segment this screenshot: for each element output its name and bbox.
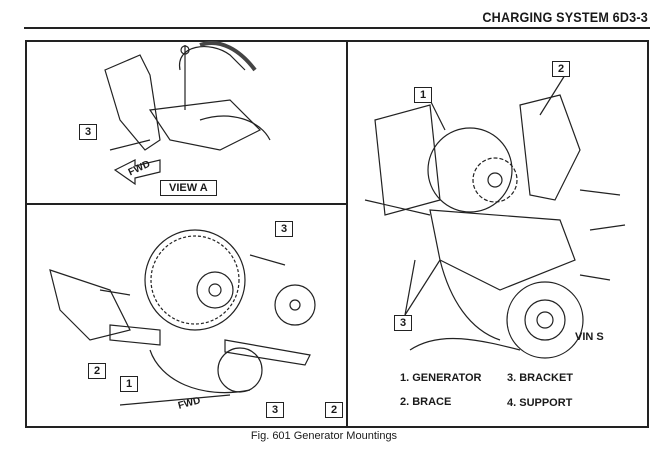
figure-frame (25, 40, 649, 428)
callout-2-brace: 2 (88, 363, 106, 379)
callout-1-right: 1 (414, 87, 432, 103)
page-header: CHARGING SYSTEM 6D3-3 (482, 9, 648, 25)
panel-divider-vertical (346, 40, 348, 428)
callout-3-view-a: 3 (79, 124, 97, 140)
view-a-label: VIEW A (160, 180, 217, 196)
engine-label: VIN S (575, 331, 604, 343)
callout-3-right: 3 (394, 315, 412, 331)
legend-item-1: 1. GENERATOR (400, 372, 482, 384)
figure-caption: Fig. 601 Generator Mountings (250, 430, 398, 442)
callout-2-lower: 2 (325, 402, 343, 418)
right-panel-drawing (364, 74, 626, 359)
legend-item-4: 4. SUPPORT (507, 397, 573, 409)
callout-2-right: 2 (552, 61, 570, 77)
callout-1-generator: 1 (120, 376, 138, 392)
lower-left-drawing (49, 229, 316, 406)
panel-divider-horizontal (25, 203, 347, 205)
legend-item-3: 3. BRACKET (507, 372, 574, 384)
header-rule (24, 27, 650, 29)
callout-3-lower: 3 (266, 402, 284, 418)
callout-3-bracket: 3 (275, 221, 293, 237)
view-a-drawing (104, 41, 271, 186)
legend-item-2: 2. BRACE (400, 396, 452, 408)
